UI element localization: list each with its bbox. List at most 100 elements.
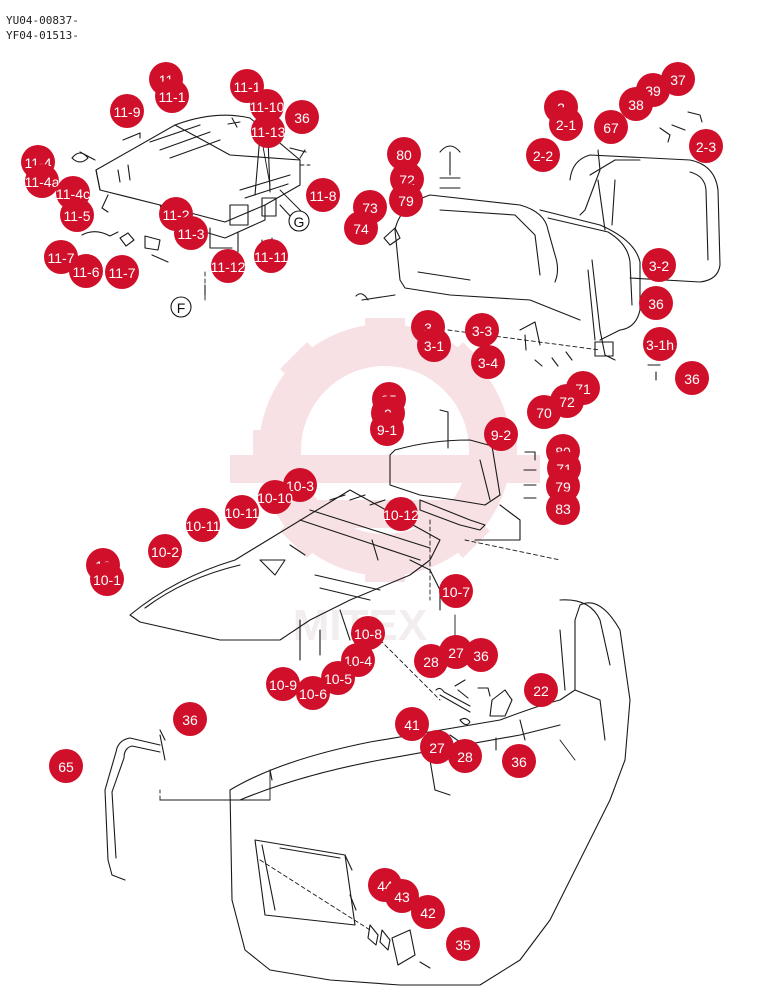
callout-badge bbox=[250, 89, 284, 123]
callout-label: 3 bbox=[424, 320, 432, 336]
callout-label: 11-10 bbox=[250, 99, 285, 115]
callout-label: 79 bbox=[555, 479, 571, 495]
callout-label: 10-4 bbox=[344, 653, 372, 669]
callout-label: 10-3 bbox=[286, 478, 314, 494]
bracket-plate-9 bbox=[389, 409, 537, 541]
callout-badge bbox=[502, 744, 536, 778]
callout-label: 10-2 bbox=[151, 544, 179, 560]
callout-badge bbox=[439, 574, 473, 608]
callout-badge bbox=[448, 739, 482, 773]
callout-label: 36 bbox=[511, 754, 527, 770]
callout-badge bbox=[387, 137, 421, 171]
callout-label: 27 bbox=[429, 740, 445, 756]
callout-badge bbox=[464, 638, 498, 672]
callout-label: 10-12 bbox=[383, 507, 419, 523]
serial-line-2: YF04-01513- bbox=[6, 29, 79, 42]
hood-cover bbox=[229, 599, 631, 986]
callout-label: 27 bbox=[448, 645, 464, 661]
callout-badge bbox=[385, 879, 419, 913]
callout-label: 36 bbox=[684, 371, 700, 387]
callout-label: 11-1 bbox=[159, 89, 186, 105]
callout-badge bbox=[254, 239, 288, 273]
callout-badge bbox=[384, 497, 418, 531]
callout-badge bbox=[105, 255, 139, 289]
callout-badge bbox=[155, 79, 189, 113]
callout-badge bbox=[594, 110, 628, 144]
callout-label: 10-8 bbox=[354, 626, 382, 642]
part-callouts: 1111-111-111-1011-911-133611-411-4a11-4c… bbox=[21, 62, 723, 961]
callout-badge bbox=[446, 927, 480, 961]
callout-label: 65 bbox=[58, 759, 74, 775]
callout-label: 41 bbox=[404, 717, 420, 733]
callout-label: 38 bbox=[628, 97, 644, 113]
callout-label: 10-10 bbox=[257, 490, 293, 506]
callout-label: 2-1 bbox=[556, 117, 576, 133]
callout-badge bbox=[69, 254, 103, 288]
callout-label: 11-7 bbox=[48, 250, 75, 266]
callout-label: 36 bbox=[182, 712, 198, 728]
reference-markers: G F bbox=[170, 210, 310, 318]
callout-label: 11-7 bbox=[109, 265, 136, 281]
callout-label: 28 bbox=[423, 654, 439, 670]
ref-label-f: F bbox=[177, 300, 186, 316]
callout-label: 11-5 bbox=[64, 208, 91, 224]
callout-badge bbox=[44, 240, 78, 274]
callout-badge bbox=[90, 562, 124, 596]
callout-label: 70 bbox=[536, 405, 552, 421]
callout-label: 36 bbox=[473, 648, 489, 664]
callout-badge bbox=[484, 417, 518, 451]
callout-badge bbox=[285, 100, 319, 134]
callout-label: 3-3 bbox=[472, 323, 492, 339]
callout-label: 36 bbox=[648, 296, 664, 312]
callout-badge bbox=[689, 129, 723, 163]
callout-label: 72 bbox=[559, 394, 575, 410]
callout-label: 36 bbox=[294, 110, 310, 126]
callout-label: 11-8 bbox=[310, 188, 337, 204]
leader-lines bbox=[159, 164, 601, 931]
callout-label: 2-3 bbox=[696, 139, 716, 155]
callout-label: 11-3 bbox=[178, 226, 205, 242]
callout-badge bbox=[110, 94, 144, 128]
callout-label: 10-7 bbox=[442, 584, 470, 600]
callout-badge bbox=[60, 198, 94, 232]
callout-label: 11-13 bbox=[251, 124, 286, 140]
ref-label-g: G bbox=[294, 214, 305, 230]
bracket-42-44 bbox=[367, 924, 431, 969]
callout-label: 79 bbox=[398, 193, 414, 209]
callout-badge bbox=[211, 249, 245, 283]
callout-badge bbox=[389, 183, 423, 217]
callout-label: 67 bbox=[603, 120, 619, 136]
callout-badge bbox=[174, 216, 208, 250]
callout-badge bbox=[306, 178, 340, 212]
callout-label: 3-1h bbox=[646, 337, 674, 353]
callout-badge bbox=[643, 327, 677, 361]
callout-label: 3-1 bbox=[424, 338, 444, 354]
callout-label: 42 bbox=[420, 905, 436, 921]
callout-label: 80 bbox=[396, 147, 412, 163]
callout-label: 11-11 bbox=[254, 249, 288, 265]
callout-label: 10-1 bbox=[93, 572, 121, 588]
callout-label: 10-11 bbox=[186, 518, 221, 534]
serial-line-1: YU04-00837- bbox=[6, 14, 79, 27]
callout-label: 11-1 bbox=[234, 79, 261, 95]
callout-badge bbox=[420, 730, 454, 764]
callout-badge bbox=[619, 87, 653, 121]
callout-badge bbox=[370, 412, 404, 446]
callout-badge bbox=[351, 616, 385, 650]
callout-label: 11-4a bbox=[25, 174, 60, 190]
watermark-logo: MITEX bbox=[230, 318, 540, 650]
serial-range-header: YU04-00837- YF04-01513- bbox=[6, 13, 79, 43]
callout-label: 9-2 bbox=[491, 427, 511, 443]
callout-badge bbox=[225, 495, 259, 529]
callout-badge bbox=[344, 211, 378, 245]
callout-badge bbox=[258, 480, 292, 514]
callout-badge bbox=[524, 673, 558, 707]
callout-badge bbox=[549, 107, 583, 141]
handle-rod-65 bbox=[104, 729, 166, 881]
callout-label: 10-5 bbox=[324, 671, 352, 687]
line-art bbox=[71, 111, 721, 986]
callout-badge bbox=[546, 491, 580, 525]
callout-badge bbox=[661, 62, 695, 96]
